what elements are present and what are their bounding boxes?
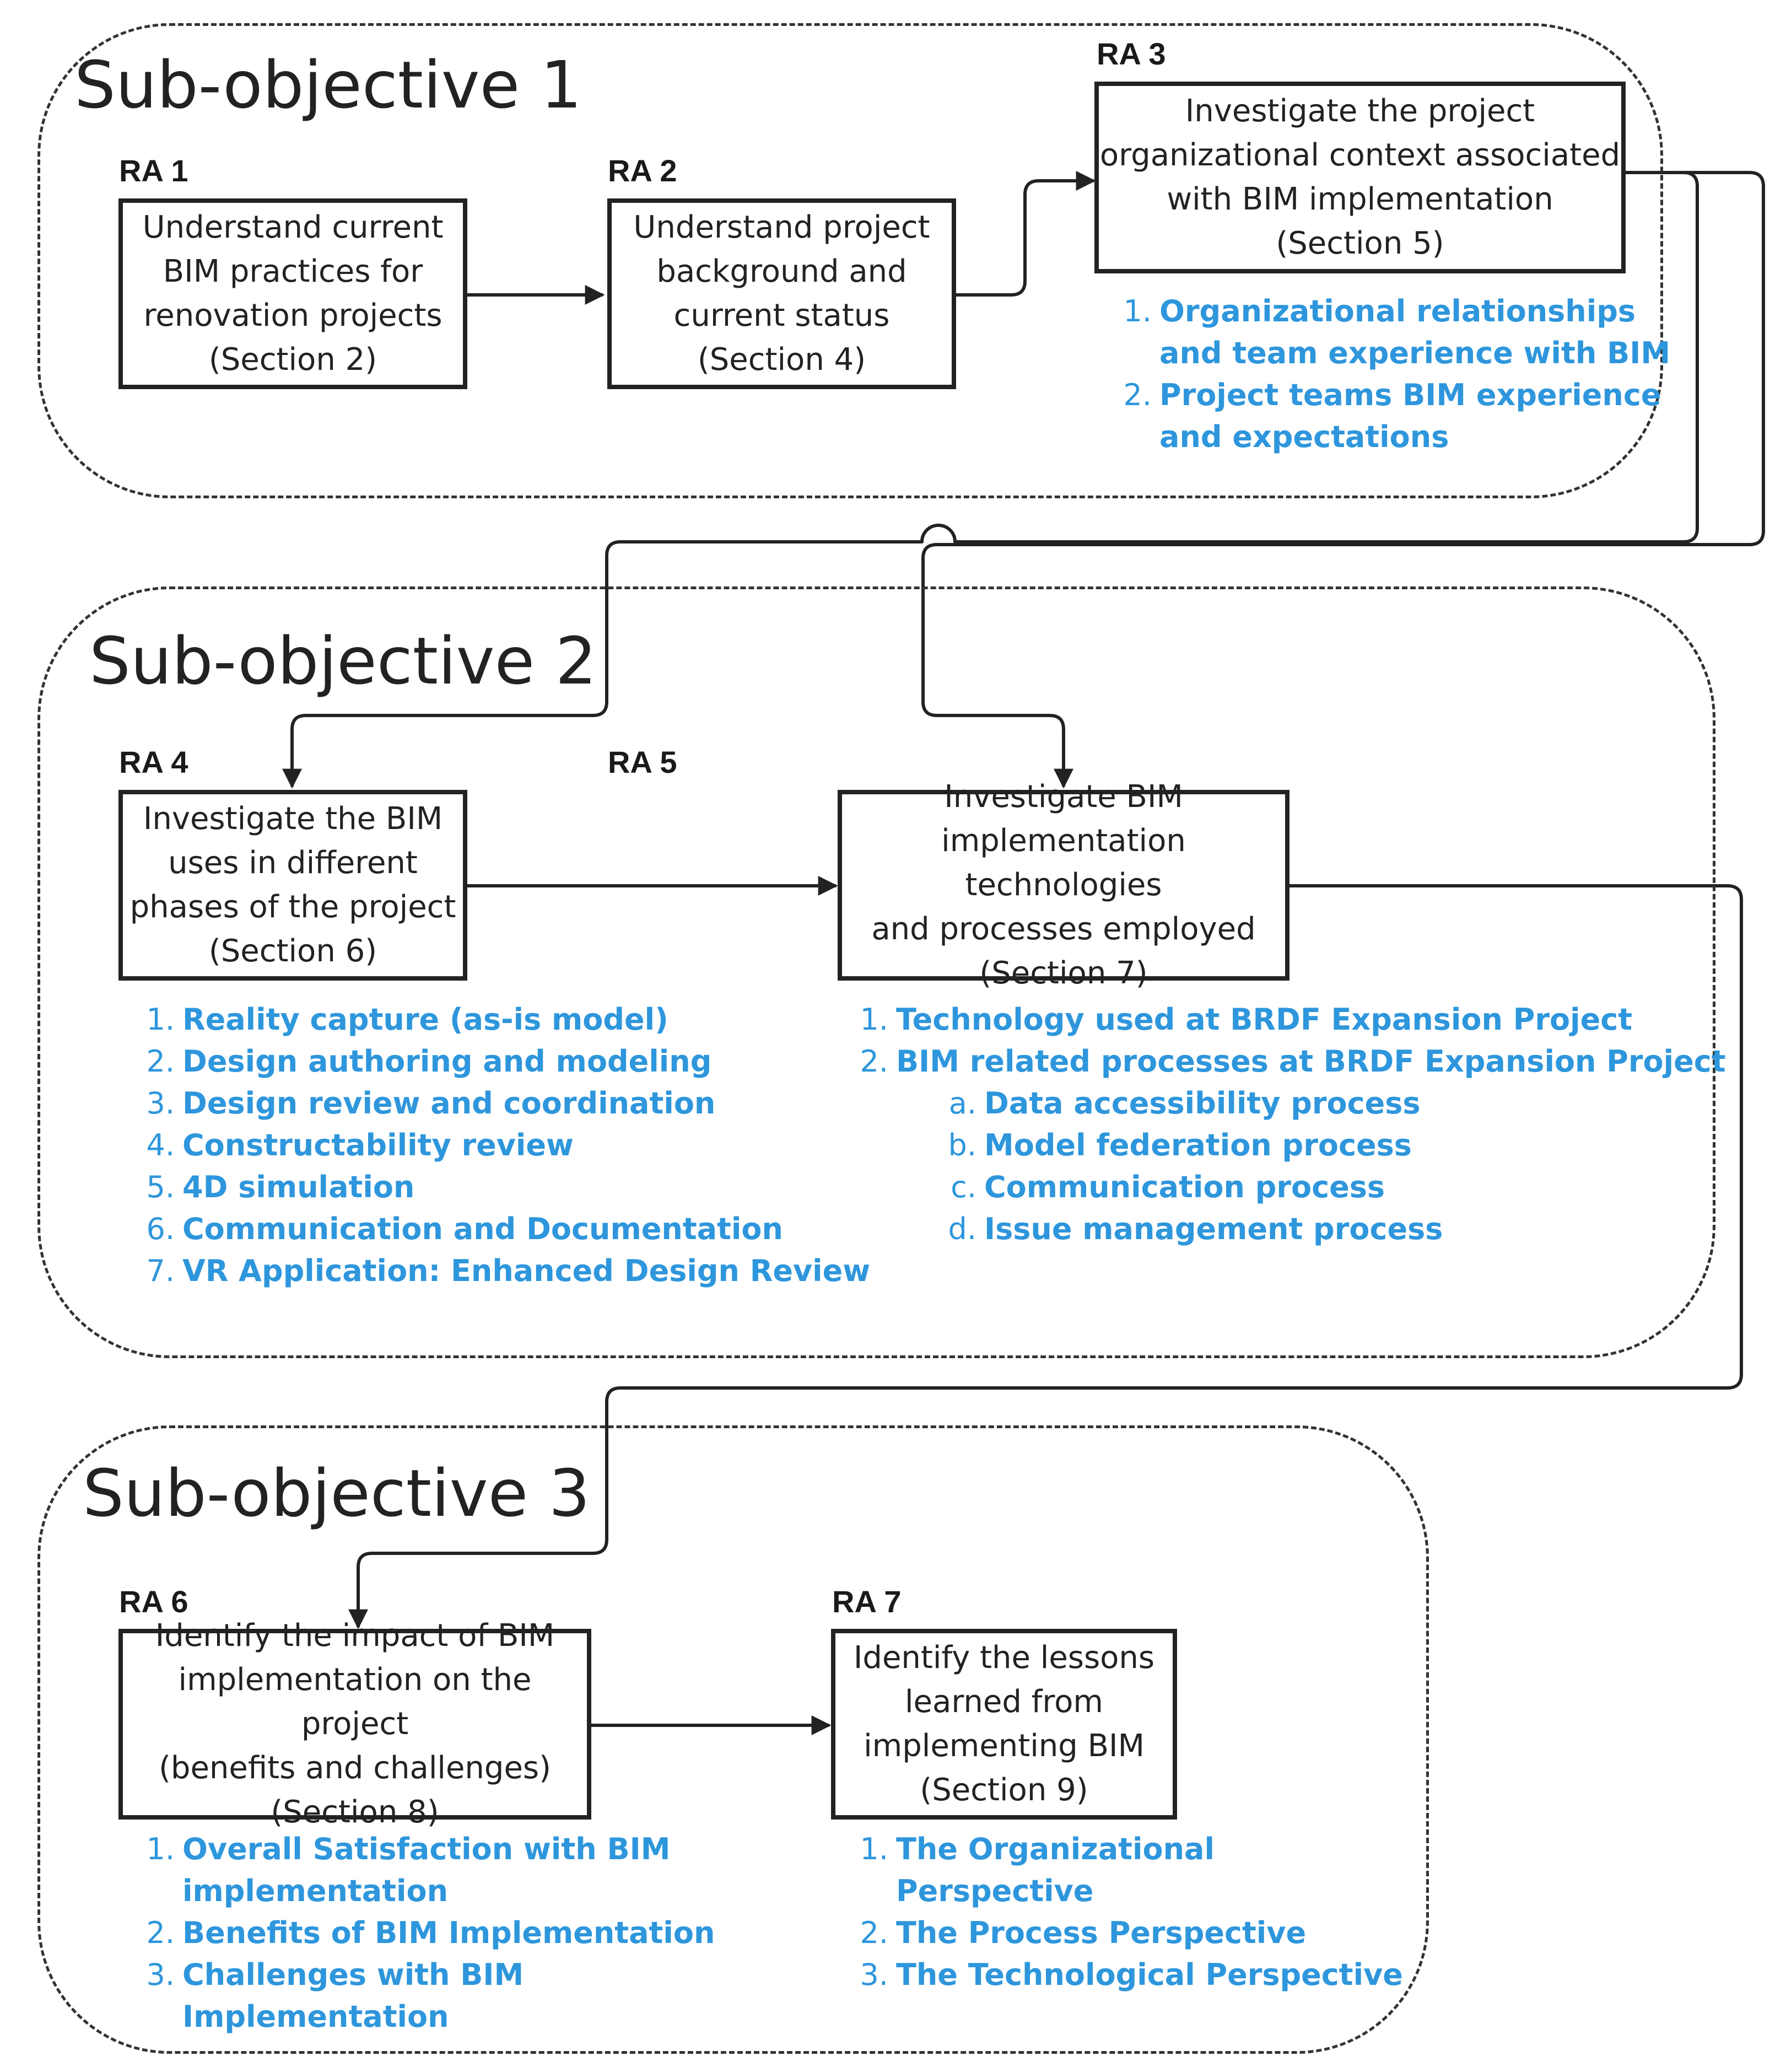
list-subitem: d.Issue management process: [948, 1212, 1443, 1246]
ra-4-topic-list: 1.Reality capture (as-is model) 2.Design…: [141, 999, 870, 1292]
list-subitem: a.Data accessibility process: [948, 1086, 1421, 1121]
list-item: 2.Project teams BIM experience: [1123, 378, 1661, 412]
ra-7-box: Identify the lessons learned from implem…: [831, 1629, 1177, 1820]
ra-2-line: background and: [656, 254, 907, 289]
ra-7-line: implementing BIM: [864, 1728, 1145, 1764]
sub-objective-1-group: [37, 23, 1663, 498]
list-subitem: c.Communication process: [951, 1170, 1385, 1204]
list-item: and expectations: [1159, 419, 1449, 454]
ra-5-label: RA 5: [608, 745, 677, 779]
arrow-ra3-to-ra4: [282, 171, 1699, 789]
ra-1-line: Understand current: [142, 209, 444, 245]
list-item: 1.Organizational relationships: [1123, 294, 1636, 329]
list-item: 1.Overall Satisfaction with BIM: [146, 1832, 671, 1866]
ra-6-line: Identify the impact of BIM: [155, 1618, 555, 1654]
ra-5-line: (Section 7): [979, 955, 1148, 991]
ra-5-line: Investigate BIM: [944, 779, 1183, 815]
ra-5-line: and processes employed: [871, 911, 1256, 947]
list-item: 1.Reality capture (as-is model): [146, 1002, 668, 1037]
sub-objective-3-title: Sub-objective 3: [83, 1455, 590, 1531]
list-item: 7.VR Application: Enhanced Design Review: [146, 1253, 871, 1288]
ra-3-box: Investigate the project organizational c…: [1094, 82, 1626, 273]
ra-6-topic-list: 1.Overall Satisfaction with BIM implemen…: [141, 1828, 715, 2038]
list-item: 1.The Organizational: [860, 1832, 1215, 1866]
list-item: Implementation: [182, 1999, 449, 2034]
ra-6-line: (benefits and challenges): [159, 1750, 551, 1786]
ra-2-box: Understand project background and curren…: [607, 198, 956, 389]
ra-3-line: with BIM implementation: [1167, 181, 1553, 217]
ra-7-topic-list: 1.The Organizational Perspective 2.The P…: [854, 1828, 1403, 1996]
list-item: 2.The Process Perspective: [860, 1915, 1307, 1950]
ra-2-label: RA 2: [608, 153, 677, 188]
sub-objective-2-title: Sub-objective 2: [89, 623, 597, 699]
ra-1-line: BIM practices for: [163, 254, 423, 289]
ra-7-line: Identify the lessons: [853, 1640, 1155, 1676]
ra-3-line: organizational context associated: [1099, 137, 1621, 173]
arrow-ra3-to-ra5: [921, 171, 1765, 789]
ra-4-line: (Section 6): [208, 933, 377, 969]
list-item: 4.Constructability review: [146, 1128, 574, 1163]
list-item: 3.Challenges with BIM: [146, 1957, 524, 1992]
ra-3-line: (Section 5): [1276, 225, 1444, 261]
list-item: 3.Design review and coordination: [146, 1086, 716, 1121]
list-item: and team experience with BIM: [1159, 336, 1671, 370]
list-item: 3.The Technological Perspective: [860, 1957, 1403, 1992]
ra-2-line: Understand project: [633, 209, 930, 245]
list-item: 6.Communication and Documentation: [146, 1212, 783, 1246]
list-subitem: b.Model federation process: [948, 1128, 1412, 1163]
sub-objective-3-group: [37, 1425, 1429, 2054]
ra-4-box: Investigate the BIM uses in different ph…: [118, 790, 467, 981]
list-item: 2.Design authoring and modeling: [146, 1044, 712, 1079]
arrow-ra5-to-ra6: [348, 884, 1743, 1629]
sub-objective-1-title: Sub-objective 1: [74, 47, 582, 123]
list-item: 5.4D simulation: [146, 1170, 415, 1204]
list-item: Perspective: [896, 1874, 1094, 1908]
list-item: 2.Benefits of BIM Implementation: [146, 1915, 715, 1950]
ra-5-box: Investigate BIM implementation technolog…: [838, 779, 1289, 991]
ra-4-line: Investigate the BIM: [143, 801, 443, 837]
ra-5-line: implementation technologies: [941, 823, 1186, 903]
arrow-ra2-to-ra3: [956, 171, 1096, 297]
ra-2-line: current status: [673, 298, 890, 333]
ra-6-label: RA 6: [119, 1584, 188, 1619]
ra-7-line: (Section 9): [920, 1772, 1088, 1808]
ra-3-line: Investigate the project: [1185, 93, 1535, 129]
sub-objective-2-group: [37, 586, 1715, 1358]
ra-1-line: renovation projects: [143, 298, 443, 333]
ra-4-line: uses in different: [168, 845, 418, 881]
list-item: implementation: [182, 1874, 449, 1908]
ra-6-line: (Section 8): [271, 1794, 439, 1830]
list-item: 1.Technology used at BRDF Expansion Proj…: [860, 1002, 1633, 1037]
ra-3-label: RA 3: [1097, 36, 1166, 71]
ra-2-line: (Section 4): [697, 342, 866, 378]
ra-6-box: Identify the impact of BIM implementatio…: [118, 1618, 591, 1830]
ra-4-line: phases of the project: [130, 889, 456, 925]
ra-1-box: Understand current BIM practices for ren…: [118, 198, 467, 389]
ra-1-line: (Section 2): [208, 342, 377, 378]
ra-3-topic-list: 1.Organizational relationships and team …: [1118, 290, 1670, 458]
ra-7-line: learned from: [905, 1684, 1103, 1720]
ra-1-label: RA 1: [119, 153, 188, 188]
ra-6-line: implementation on the project: [178, 1662, 532, 1742]
ra-7-label: RA 7: [832, 1584, 902, 1619]
list-item: 2.BIM related processes at BRDF Expansio…: [860, 1044, 1726, 1079]
ra-4-label: RA 4: [119, 745, 188, 779]
ra-5-topic-list: 1.Technology used at BRDF Expansion Proj…: [854, 999, 1726, 1250]
